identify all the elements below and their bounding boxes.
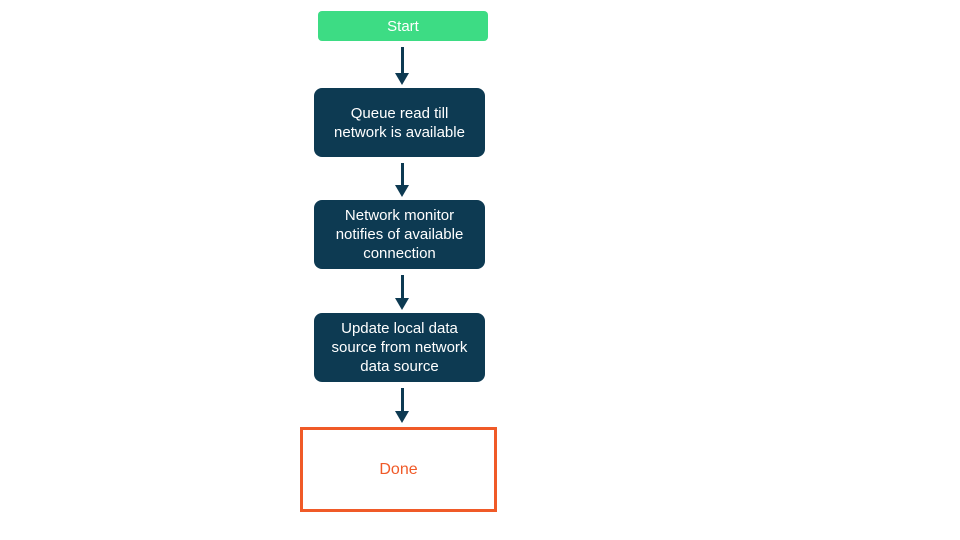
arrow-head-icon: [395, 298, 409, 310]
flow-node-network-monitor: Network monitor notifies of available co…: [314, 200, 485, 269]
arrow-line: [400, 388, 404, 411]
flow-node-start: Start: [318, 11, 488, 41]
arrow-line: [400, 163, 404, 185]
arrow-head-icon: [395, 411, 409, 423]
arrow-head-icon: [395, 73, 409, 85]
flow-arrow-start-to-queue: [395, 47, 409, 85]
flow-arrow-queue-to-monitor: [395, 163, 409, 197]
flow-node-update-local-data: Update local data source from network da…: [314, 313, 485, 382]
flow-node-done: Done: [300, 427, 497, 512]
arrow-line: [400, 275, 404, 298]
flow-arrow-update-to-done: [395, 388, 409, 423]
arrow-head-icon: [395, 185, 409, 197]
flow-arrow-monitor-to-update: [395, 275, 409, 310]
flow-node-queue-read: Queue read till network is available: [314, 88, 485, 157]
arrow-line: [400, 47, 404, 73]
